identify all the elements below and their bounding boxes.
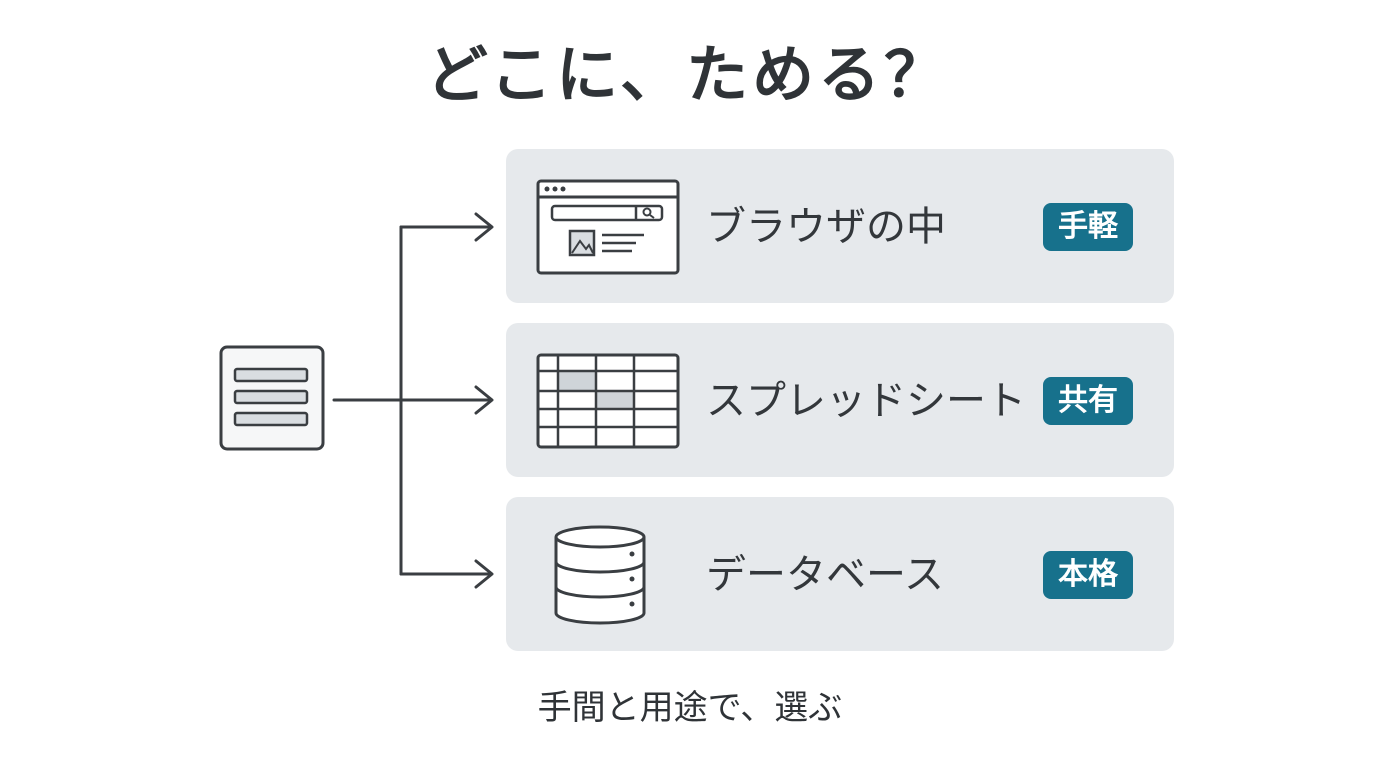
badge-easy: 手軽: [1043, 203, 1133, 251]
form-list-icon: [219, 345, 325, 455]
badge-full-scale: 本格: [1043, 551, 1133, 599]
option-card-database: データベース 本格: [506, 497, 1174, 651]
option-card-spreadsheet: スプレッドシート 共有: [506, 323, 1174, 477]
option-label-database: データベース: [706, 552, 944, 598]
option-label-spreadsheet: スプレッドシート: [706, 378, 1026, 424]
browser-window-icon: [536, 179, 680, 279]
caption: 手間と用途で、選ぶ: [537, 688, 843, 728]
option-card-browser: ブラウザの中 手軽: [506, 149, 1174, 303]
database-icon: [552, 525, 648, 629]
arrow-head-2: [474, 385, 494, 415]
arrow-head-3: [474, 559, 494, 589]
option-label-browser: ブラウザの中: [706, 204, 946, 250]
spreadsheet-icon: [536, 353, 680, 453]
arrow-head-1: [474, 212, 494, 242]
badge-shared: 共有: [1043, 377, 1133, 425]
page-title: どこに、ためる？: [425, 38, 951, 111]
